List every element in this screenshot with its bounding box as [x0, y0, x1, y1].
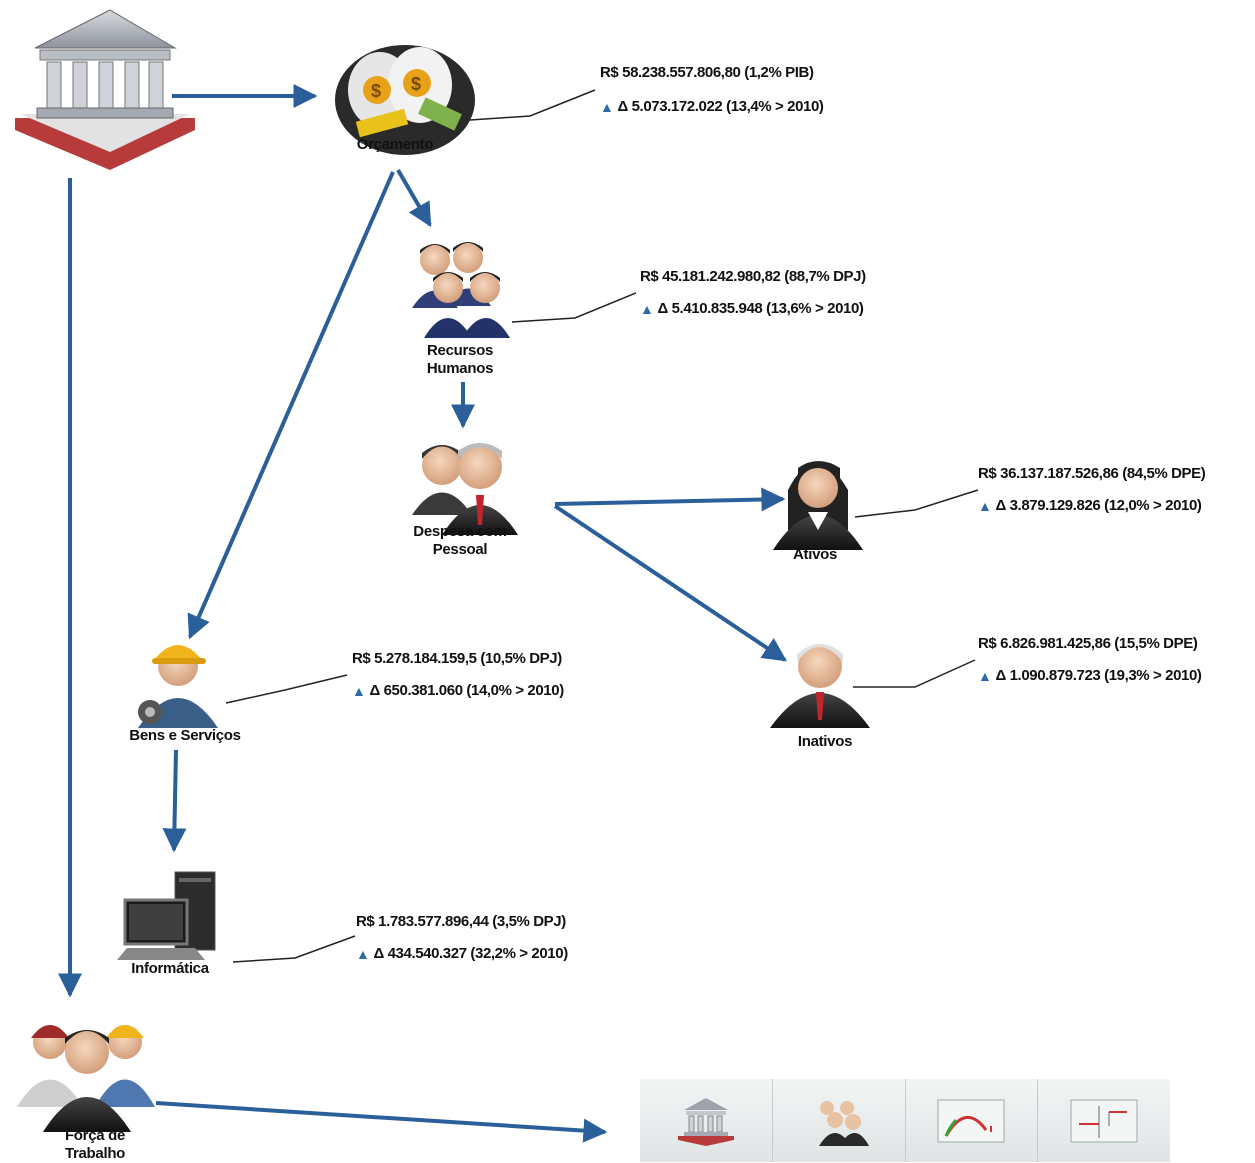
arrow-up-icon: ▲ [640, 301, 654, 317]
bank-icon [15, 9, 195, 170]
callout-it [232, 935, 356, 963]
edge-personnel-inactive [553, 504, 787, 662]
node-label-services: Bens e Serviços [129, 727, 241, 744]
edge-budget-services [187, 171, 395, 640]
stat-services: R$ 5.278.184.159,5 (10,5% DPJ) ▲Δ 650.38… [352, 650, 564, 700]
computer-icon [117, 871, 216, 960]
toolbar-trend-button[interactable] [1038, 1079, 1170, 1162]
svg-text:$: $ [371, 81, 381, 101]
stat-inactive-delta: Δ 1.090.879.723 (19,3% > 2010) [995, 667, 1202, 684]
callout-active [854, 489, 979, 518]
workforce-icon [17, 1025, 155, 1132]
stat-hr-value: R$ 45.181.242.980,82 (88,7% DPJ) [640, 268, 866, 285]
stat-it-delta: Δ 434.540.327 (32,2% > 2010) [373, 945, 568, 962]
stat-it: R$ 1.783.577.896,44 (3,5% DPJ) ▲Δ 434.54… [356, 913, 568, 963]
arrow-up-icon: ▲ [978, 498, 992, 514]
stat-budget-delta: Δ 5.073.172.022 (13,4% > 2010) [617, 98, 824, 115]
edge-workforce-toolbar [155, 1101, 608, 1143]
node-label-inactive: Inativos [797, 733, 853, 750]
people-group-icon [412, 242, 510, 338]
node-label-budget: Orçamento [356, 136, 434, 153]
stat-it-value: R$ 1.783.577.896,44 (3,5% DPJ) [356, 913, 566, 930]
stat-services-delta: Δ 650.381.060 (14,0% > 2010) [369, 682, 564, 699]
trend-chart-icon [1070, 1099, 1138, 1142]
node-label-hr: Recursos Humanos [426, 342, 494, 377]
stat-inactive: R$ 6.826.981.425,86 (15,5% DPE) ▲Δ 1.090… [978, 635, 1202, 685]
stat-services-value: R$ 5.278.184.159,5 (10,5% DPJ) [352, 650, 562, 667]
node-label-workforce: Força de Trabalho [64, 1127, 126, 1162]
edge-personnel-active [554, 487, 786, 512]
worker-hardhat-icon [138, 645, 218, 728]
people-group-icon [818, 1100, 869, 1146]
callouts [225, 89, 979, 963]
bank-icon [677, 1097, 734, 1146]
node-label-personnel: Despesa com Pessoal [413, 523, 507, 558]
edges [58, 84, 787, 1143]
executives-icon [412, 443, 518, 535]
svg-text:$: $ [411, 74, 421, 94]
stat-active-delta: Δ 3.879.129.826 (12,0% > 2010) [995, 497, 1202, 514]
stat-hr-delta: Δ 5.410.835.948 (13,6% > 2010) [657, 300, 864, 317]
edge-budget-hr [396, 168, 432, 228]
stat-budget-value: R$ 58.238.557.806,80 (1,2% PIB) [600, 64, 814, 81]
arrow-up-icon: ▲ [352, 683, 366, 699]
money-bags-icon: $ $ [335, 45, 475, 155]
arrow-up-icon: ▲ [978, 668, 992, 684]
stat-active-value: R$ 36.137.187.526,86 (84,5% DPE) [978, 465, 1206, 482]
toolbar-people-button[interactable] [773, 1079, 906, 1162]
edge-services-it [162, 749, 187, 853]
gauge-chart-icon [937, 1099, 1005, 1142]
node-label-it: Informática [131, 960, 209, 977]
toolbar-bank-button[interactable] [640, 1079, 773, 1162]
callout-inactive [853, 659, 976, 688]
arrow-up-icon: ▲ [356, 946, 370, 962]
node-label-active: Ativos [792, 546, 838, 563]
toolbar-gauge-button[interactable] [906, 1079, 1039, 1162]
view-toolbar [640, 1079, 1170, 1162]
woman-employee-icon [773, 461, 863, 550]
stat-active: R$ 36.137.187.526,86 (84,5% DPE) ▲Δ 3.87… [978, 465, 1206, 515]
elderly-man-icon [770, 644, 870, 728]
callout-budget [469, 89, 596, 121]
stat-hr: R$ 45.181.242.980,82 (88,7% DPJ) ▲Δ 5.41… [640, 268, 866, 318]
arrow-up-icon: ▲ [600, 99, 614, 115]
stat-budget: R$ 58.238.557.806,80 (1,2% PIB) ▲Δ 5.073… [600, 64, 824, 116]
callout-services [225, 674, 348, 704]
stat-inactive-value: R$ 6.826.981.425,86 (15,5% DPE) [978, 635, 1198, 652]
callout-hr [511, 292, 637, 323]
